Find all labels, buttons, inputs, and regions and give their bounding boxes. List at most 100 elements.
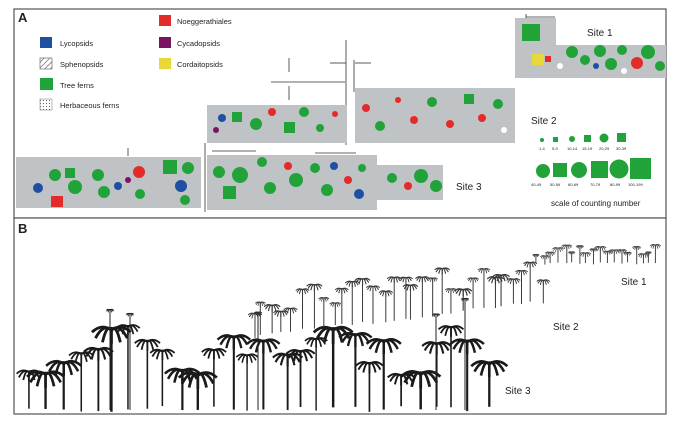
site3-noeggerathiales	[133, 166, 145, 178]
legend-swatch-noeggerathiales	[159, 15, 171, 26]
site1-tree-fern	[522, 24, 540, 41]
dimension-marks	[127, 14, 555, 212]
panel-b-label: B	[18, 221, 27, 236]
site2-tree-fern	[427, 97, 437, 107]
legend-swatch-sphenopsids	[39, 57, 53, 70]
scale-label: 80-99	[610, 182, 621, 187]
site1-tree-fern	[655, 61, 665, 71]
tree-silhouette	[532, 253, 540, 264]
tree-silhouette	[304, 337, 328, 411]
tree-silhouette	[477, 267, 491, 308]
tree-silhouette	[134, 338, 161, 409]
tree-silhouette	[125, 312, 135, 410]
legend-swatch-lycopsids	[40, 37, 52, 48]
site3-tree-fern	[68, 180, 82, 194]
site2-noeggerathiales	[268, 108, 276, 116]
scale-marker-80-99	[609, 159, 629, 179]
legend-label-lycopsids: Lycopsids	[60, 39, 93, 48]
legend-label-herbaceous-ferns: Herbaceous ferns	[60, 101, 119, 110]
site1-noeggerathiales	[545, 56, 551, 62]
site3-lycopsid	[354, 189, 364, 199]
tree-silhouette	[427, 277, 439, 317]
tree-silhouette	[365, 285, 381, 324]
tree-silhouette	[177, 371, 218, 410]
tree-silhouette	[589, 248, 598, 265]
scale-marker-100-199	[630, 158, 651, 179]
tree-silhouette	[449, 338, 485, 412]
site3-tree-fern	[257, 157, 267, 167]
site3-tree-fern	[414, 169, 428, 183]
tree-silhouette	[523, 261, 538, 302]
site2-tree-fern	[316, 124, 324, 132]
tree-silhouette	[536, 279, 551, 304]
tree-silhouette	[246, 338, 281, 410]
site2-label-a: Site 2	[531, 116, 557, 127]
tree-silhouette	[235, 353, 259, 411]
legend: Lycopsids Sphenopsids Tree ferns Herbace…	[39, 15, 232, 111]
site1-white	[557, 63, 563, 69]
tree-silhouette	[552, 247, 564, 263]
site1-tree-fern	[617, 45, 627, 55]
tree-silhouette	[254, 301, 266, 335]
site3-lycopsid	[175, 180, 187, 192]
tree-silhouette	[454, 288, 473, 311]
site1-tree-fern	[566, 46, 578, 58]
scale-label: 5-9	[552, 146, 559, 151]
site1-plot	[515, 18, 666, 78]
legend-swatch-herbaceous-ferns	[39, 98, 53, 111]
site2-noeggerathiales	[410, 116, 418, 124]
site3-tree-fern	[98, 186, 110, 198]
tree-silhouette	[354, 277, 371, 322]
site2-noeggerathiales	[395, 97, 401, 103]
tree-silhouette	[295, 288, 310, 329]
site2-lycopsid	[218, 114, 226, 122]
tree-silhouette	[216, 334, 251, 410]
tree-silhouette	[201, 348, 227, 407]
site2-tree-fern	[464, 94, 474, 104]
site3-tree-fern	[358, 164, 366, 172]
site2-noeggerathiales	[478, 114, 486, 122]
tree-silhouette	[386, 276, 402, 321]
scale-label: 50-59	[550, 182, 561, 187]
scale-title: scale of counting number	[551, 199, 641, 208]
tree-silhouette	[283, 307, 298, 332]
site3-tree-fern	[163, 160, 177, 174]
tree-silhouette	[90, 325, 132, 412]
legend-label-cycadopsids: Cycadopsids	[177, 39, 220, 48]
tree-silhouette	[365, 338, 402, 410]
tree-silhouette	[514, 269, 529, 305]
tree-silhouette	[263, 304, 281, 334]
site2-tree-fern	[299, 107, 309, 117]
site3-tree-fern	[310, 163, 320, 173]
site3-lycopsid	[33, 183, 43, 193]
site1-noeggerathiales	[631, 57, 643, 69]
scale-label: 15-19	[582, 146, 593, 151]
site2-noeggerathiales	[332, 111, 338, 117]
site2-tree-fern	[284, 122, 295, 133]
tree-silhouette	[421, 341, 452, 407]
site3-tree-fern	[387, 173, 397, 183]
tree-silhouette	[544, 251, 556, 264]
site3-lycopsid	[330, 162, 338, 170]
site3-tree-fern	[182, 162, 194, 174]
site3-tree-fern	[213, 166, 225, 178]
scale-marker-10-14	[569, 136, 575, 142]
scale-marker-40-49	[536, 164, 550, 178]
tree-silhouette	[568, 251, 576, 263]
site1-white	[621, 68, 627, 74]
legend-swatch-cycadopsids	[159, 37, 171, 48]
site3-tree-fern	[430, 180, 442, 192]
tree-silhouette	[115, 324, 141, 410]
panel-a-label: A	[18, 10, 28, 25]
tree-silhouette	[561, 244, 573, 264]
tree-silhouette	[312, 325, 354, 408]
site3-noeggerathiales	[344, 176, 352, 184]
site2-noeggerathiales	[446, 120, 454, 128]
legend-label-sphenopsids: Sphenopsids	[60, 60, 104, 69]
tree-silhouette	[649, 244, 662, 264]
tree-silhouette	[608, 249, 620, 263]
site1-lycopsid	[593, 63, 599, 69]
tree-silhouette	[149, 348, 176, 407]
scale-label: 1-4	[539, 146, 546, 151]
